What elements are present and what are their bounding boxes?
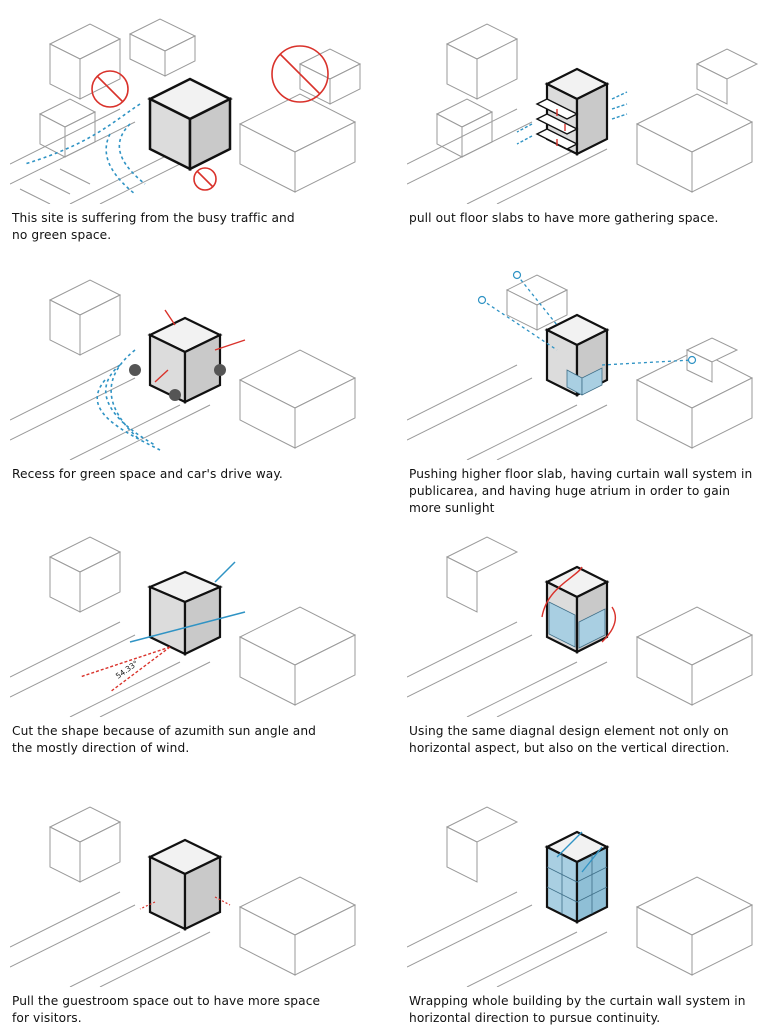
context-buildings (505, 274, 754, 449)
caption: Pushing higher floor slab, having curtai… (409, 467, 753, 515)
site-diagram (407, 806, 754, 987)
wind-arrows (556, 831, 603, 873)
context-buildings (48, 806, 357, 976)
no-green-icon (91, 45, 329, 191)
main-massing (147, 77, 233, 172)
diagram-panel-8: Wrapping whole building by the curtain w… (407, 797, 759, 1027)
context-buildings (445, 536, 754, 706)
red-arrows (139, 896, 231, 910)
diagram-panel-7: Pull the guestroom space out to have mor… (10, 797, 382, 1027)
context-buildings (445, 806, 754, 976)
caption: Cut the shape because of azumith sun ang… (12, 724, 316, 755)
roads (407, 108, 608, 204)
sun-angle-lines (79, 646, 171, 693)
diagram-panel-3: Recess for green space and car's drive w… (10, 270, 382, 483)
roads (407, 364, 608, 460)
site-diagram (10, 18, 362, 204)
red-markers (556, 109, 566, 146)
roads (407, 621, 608, 717)
context-buildings (48, 279, 357, 449)
wind-arrows (129, 561, 246, 643)
view-lines (481, 274, 693, 366)
site-diagram: 54.33° (10, 536, 357, 717)
diagram-panel-6: Using the same diagnal design element no… (407, 527, 759, 757)
red-arrows (154, 309, 246, 383)
roads (10, 891, 211, 987)
diagram-panel-1: This site is suffering from the busy tra… (10, 14, 382, 244)
diagram-panel-5: 54.33° Cut the shape because of azumith … (10, 527, 382, 757)
context-buildings (48, 536, 357, 706)
site-diagram (10, 806, 357, 987)
traffic-arrows (24, 103, 146, 195)
site-diagram (407, 536, 754, 717)
roads (10, 621, 211, 717)
caption: Wrapping whole building by the curtain w… (409, 994, 746, 1025)
roads (10, 364, 211, 460)
site-diagram (10, 279, 357, 460)
site-diagram (407, 23, 759, 204)
caption: Using the same diagnal design element no… (409, 724, 730, 755)
caption: Pull the guestroom space out to have mor… (12, 994, 321, 1025)
caption: Recess for green space and car's drive w… (12, 467, 283, 481)
curtain-wall (566, 367, 603, 396)
caption: This site is suffering from the busy tra… (12, 211, 295, 242)
red-arrows (541, 566, 617, 643)
traffic-arrows (96, 349, 161, 451)
glass-mullions (546, 854, 608, 914)
main-massing (147, 316, 223, 404)
caption: pull out floor slabs to have more gather… (409, 211, 719, 225)
main-massing (147, 838, 223, 931)
diagram-panel-4: Pushing higher floor slab, having curtai… (407, 270, 759, 517)
wind-arrows (516, 91, 628, 145)
main-massing (544, 830, 610, 924)
main-massing (147, 570, 223, 656)
site-diagram (407, 270, 754, 460)
tree-icon (129, 364, 226, 401)
context-buildings (435, 23, 759, 193)
curtain-wall (548, 601, 606, 649)
roads (407, 891, 608, 987)
diagram-panel-2: pull out floor slabs to have more gather… (407, 14, 759, 227)
